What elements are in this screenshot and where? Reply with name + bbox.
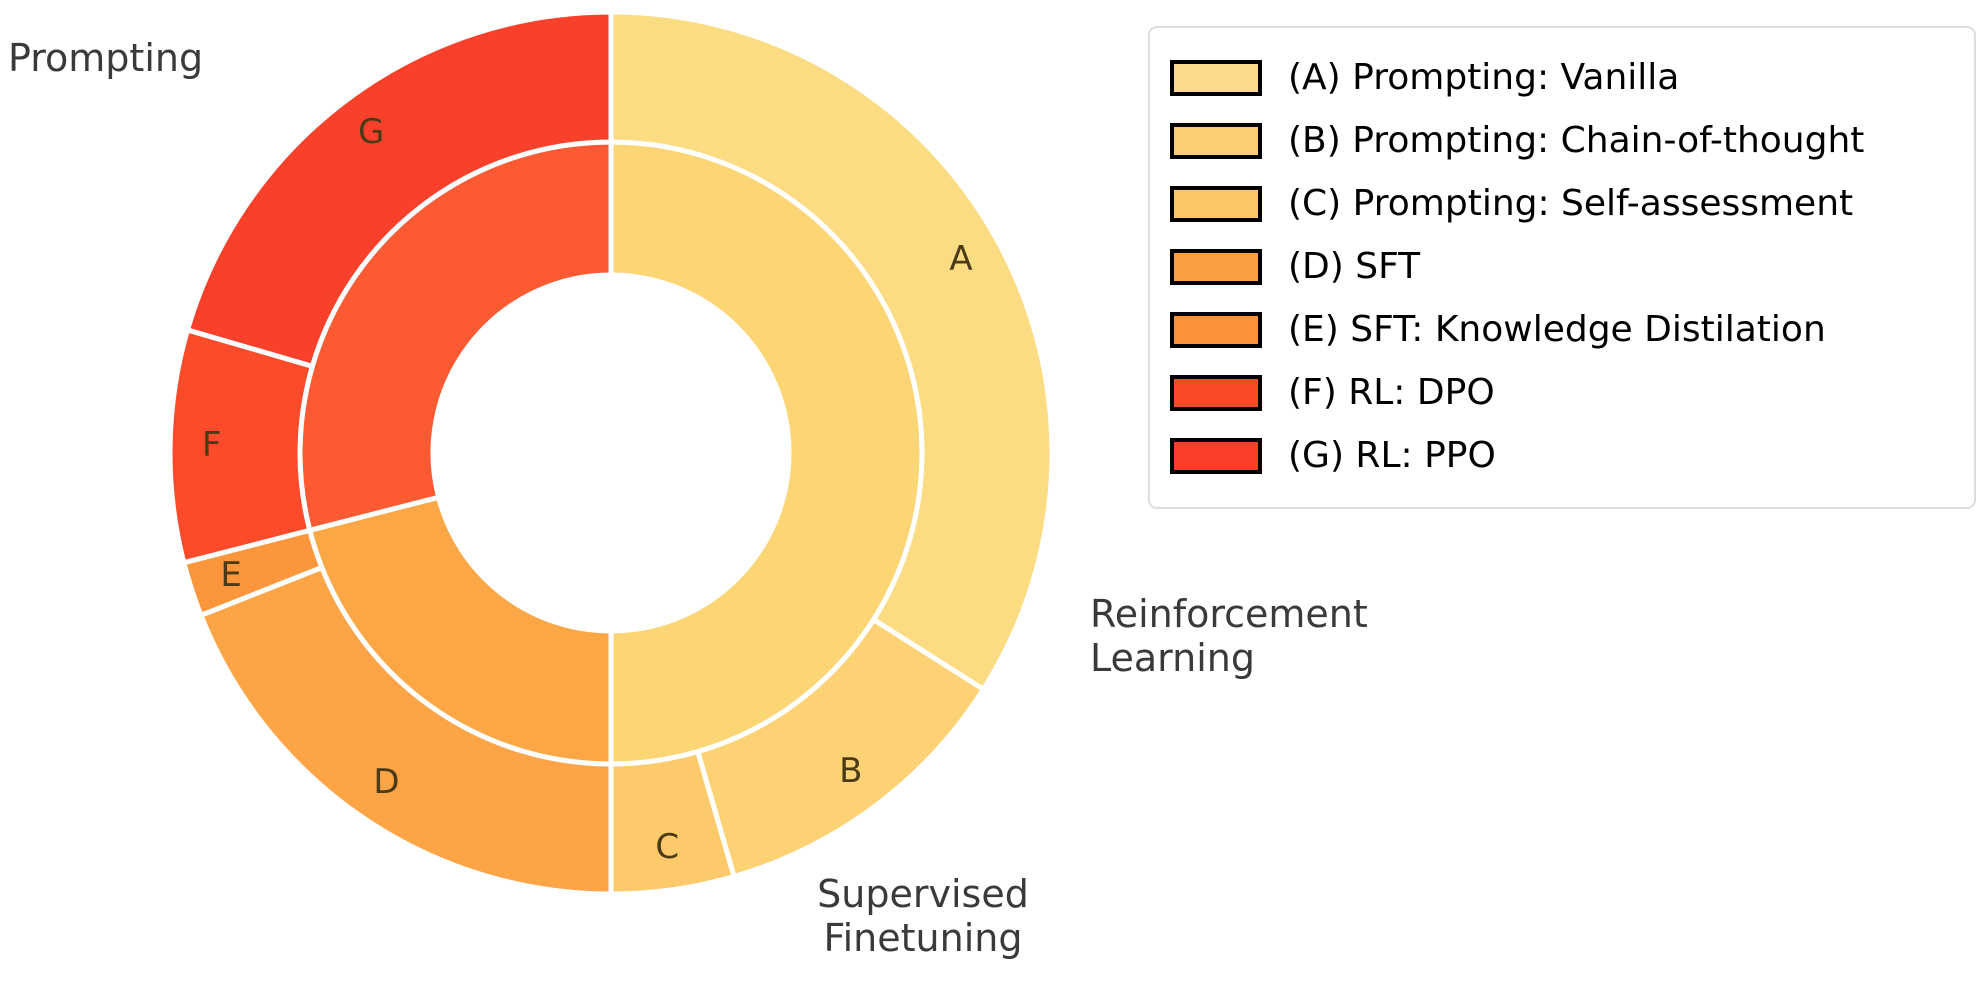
legend-item[interactable]: (E) SFT: Knowledge Distilation — [1170, 298, 1954, 361]
legend-swatch-a — [1170, 59, 1262, 96]
legend-label-d: (D) SFT — [1288, 246, 1421, 287]
wedge-letter-e: E — [220, 555, 241, 595]
outer-wedge-6[interactable] — [185, 9, 614, 369]
legend-item[interactable]: (G) RL: PPO — [1170, 424, 1954, 487]
legend-item[interactable]: (F) RL: DPO — [1170, 361, 1954, 424]
legend-item[interactable]: (C) Prompting: Self-assessment — [1170, 172, 1954, 235]
legend-label-e: (E) SFT: Knowledge Distilation — [1288, 309, 1826, 350]
legend-label-b: (B) Prompting: Chain-of-thought — [1288, 120, 1865, 161]
outer-wedge-3[interactable] — [198, 564, 614, 897]
group-label-prompting: Prompting — [8, 36, 204, 80]
legend-item[interactable]: (D) SFT — [1170, 235, 1954, 298]
legend-swatch-f — [1170, 374, 1262, 411]
legend: (A) Prompting: Vanilla (B) Prompting: Ch… — [1148, 26, 1976, 509]
wedge-letter-a: A — [949, 239, 972, 279]
wedge-letter-f: F — [202, 425, 222, 465]
outer-wedge-5[interactable] — [167, 327, 315, 566]
wedge-letter-g: G — [358, 112, 384, 152]
legend-label-f: (F) RL: DPO — [1288, 372, 1495, 413]
outer-wedge-0[interactable] — [608, 9, 1055, 692]
legend-swatch-c — [1170, 185, 1262, 222]
outer-ring — [167, 9, 1055, 897]
legend-label-a: (A) Prompting: Vanilla — [1288, 57, 1680, 98]
legend-label-c: (C) Prompting: Self-assessment — [1288, 183, 1854, 224]
group-label-reinforcement-learning: Reinforcement Learning — [1090, 592, 1368, 681]
legend-swatch-e — [1170, 311, 1262, 348]
legend-label-g: (G) RL: PPO — [1288, 435, 1496, 476]
legend-item[interactable]: (A) Prompting: Vanilla — [1170, 46, 1954, 109]
group-label-supervised-finetuning: Supervised Finetuning — [817, 872, 1029, 961]
legend-swatch-g — [1170, 437, 1262, 474]
legend-swatch-b — [1170, 122, 1262, 159]
legend-swatch-d — [1170, 248, 1262, 285]
wedge-letter-d: D — [373, 762, 399, 802]
legend-item[interactable]: (B) Prompting: Chain-of-thought — [1170, 109, 1954, 172]
nested-pie-chart: A B C D E F G — [167, 9, 1055, 897]
wedge-letter-labels: A B C D E F G — [202, 112, 973, 867]
wedge-letter-c: C — [655, 827, 679, 867]
wedge-letter-b: B — [839, 751, 862, 791]
inner-ring — [297, 139, 925, 767]
